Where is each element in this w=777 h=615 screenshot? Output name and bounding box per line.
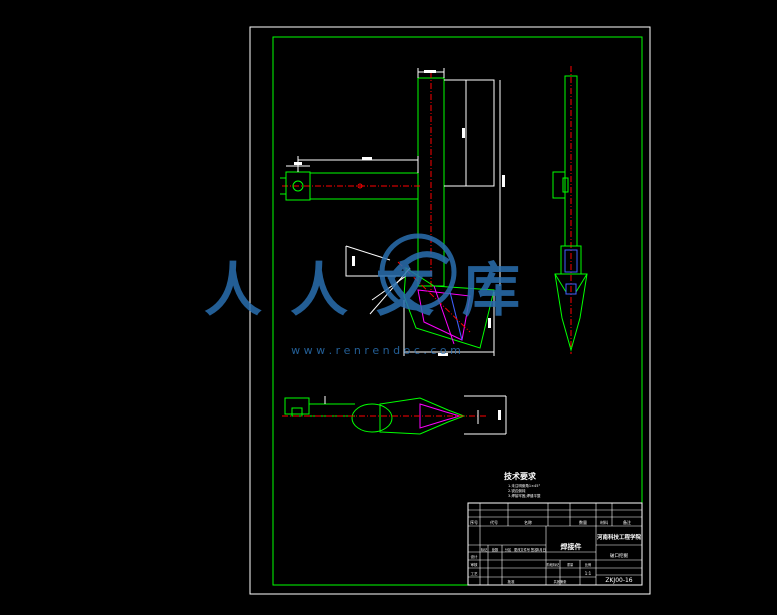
top-end-inner [291, 407, 303, 417]
header-code: 代号 [490, 519, 498, 525]
side-blade [554, 273, 588, 352]
blade-dim-label-1 [438, 353, 448, 356]
sheet-border [249, 26, 651, 595]
header-name: 名称 [524, 519, 532, 525]
label-approve: 批准 [508, 579, 516, 584]
blade-dim-7 [371, 275, 407, 301]
dim-label-box-1 [424, 70, 436, 73]
title-block-frame [467, 502, 643, 586]
tech-requirement-line-3: 3.焊接牢固,焊缝平整 [508, 493, 541, 498]
row-zone: 分区 [505, 547, 512, 552]
blade-dim-label-2 [352, 256, 355, 266]
school-name: 河南科技工程学院 [597, 533, 642, 541]
scale-value: 1:1 [585, 571, 592, 576]
dim-label-box-2 [462, 128, 465, 138]
top-blade-inner [419, 403, 462, 429]
label-design: 设计 [471, 554, 479, 559]
watermark: 人人文库 w w w . r e n r e n d o c . c o m [204, 233, 548, 357]
label-weight: 重量 [567, 562, 574, 567]
blade-hidden-2 [449, 291, 463, 341]
side-blade-slot [565, 283, 577, 295]
watermark-url: w w w . r e n r e n d o c . c o m [291, 344, 461, 357]
title-block-text: 序号 代号 名称 数量 材料 备注 标记 处数 分区 更改文件号 签名 年月日 … [470, 519, 641, 584]
top-dim-label [498, 410, 501, 420]
watermark-logo-ring [379, 233, 457, 311]
side-blade-edge-l [554, 273, 567, 293]
label-review: 审核 [471, 562, 479, 567]
tech-requirements: 技术要求 1.未注明倒角1×45° 2.锐边倒钝 3.焊接牢固,焊缝平整 [504, 471, 541, 498]
drawing-number: ZKJ00-16 [605, 577, 632, 584]
label-process: 工艺 [471, 571, 479, 576]
drawing-frame [272, 36, 643, 586]
dim-label-box-4 [502, 175, 505, 187]
dim-label-box-5 [294, 162, 302, 165]
header-seq: 序号 [470, 519, 478, 525]
top-view [282, 395, 507, 435]
top-end-block [284, 397, 310, 415]
tech-requirement-line-2: 2.锐边倒钝 [508, 488, 526, 493]
blade-hidden-1 [433, 285, 455, 345]
side-bracket [552, 171, 566, 199]
row-count: 处数 [492, 547, 499, 552]
row-sign: 签名 [531, 547, 537, 552]
label-scale: 比例 [585, 562, 591, 567]
arm-bolt-hole [292, 180, 304, 192]
side-bracket-inner [562, 177, 569, 193]
header-material: 材料 [600, 519, 608, 525]
top-blade-outline [379, 397, 466, 435]
side-blade-edge-r [575, 273, 588, 293]
side-view [552, 66, 588, 354]
top-post-section [351, 403, 393, 433]
side-socket-inner [564, 249, 578, 273]
row-change-doc: 更改文件号 [514, 547, 530, 552]
blade-centerline [397, 261, 471, 333]
dim-label-box-3 [362, 157, 372, 160]
tech-requirements-title: 技术要求 [504, 471, 537, 481]
watermark-text: 人人文库 [204, 256, 548, 324]
row-date: 年月日 [536, 547, 546, 552]
header-qty: 数量 [579, 519, 587, 525]
part-name: 焊接件 [561, 542, 582, 551]
label-digging: 破口挖掘 [610, 552, 628, 559]
front-view [280, 68, 505, 292]
dim-right-height [444, 79, 495, 187]
tech-requirement-line-1: 1.未注明倒角1×45° [508, 483, 540, 488]
blade-dim-label-3 [488, 318, 491, 328]
label-sheets: 共张第张 [554, 579, 568, 584]
arm-mid-mark [357, 183, 363, 189]
watermark-logo-swoosh [387, 251, 450, 282]
label-stage: 阶段标记 [547, 562, 561, 567]
row-mark: 标记 [481, 547, 488, 552]
title-block [467, 502, 643, 586]
header-remark: 备注 [623, 519, 631, 525]
